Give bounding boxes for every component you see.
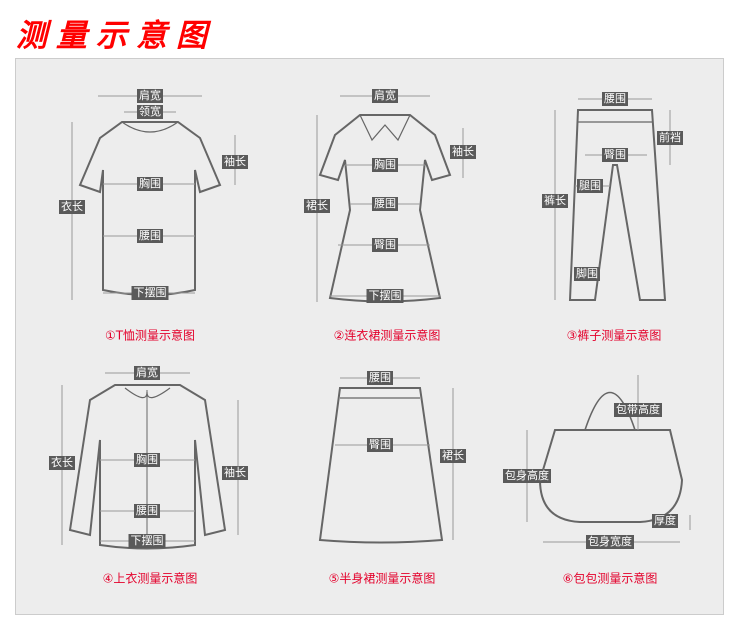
label-shoulder-width: 肩宽 bbox=[137, 89, 163, 103]
skirt-outline bbox=[318, 387, 444, 544]
label-waist: 腰围 bbox=[137, 229, 163, 243]
caption-dress: ②连衣裙测量示意图 bbox=[333, 328, 441, 343]
label-hip: 臀围 bbox=[372, 238, 398, 252]
pants-outline bbox=[568, 109, 667, 301]
label-thigh: 腿围 bbox=[577, 179, 603, 193]
label-rise: 前裆 bbox=[657, 131, 683, 145]
label-chest: 胸围 bbox=[137, 177, 163, 191]
shirt-outline bbox=[68, 384, 227, 550]
label-length: 裙长 bbox=[440, 449, 466, 463]
label-hip: 臀围 bbox=[602, 148, 628, 162]
label-shoulder-width: 肩宽 bbox=[134, 366, 160, 380]
tshirt-outline bbox=[78, 121, 222, 296]
label-waist: 腰围 bbox=[134, 504, 160, 518]
label-bag-height: 包身高度 bbox=[503, 469, 551, 483]
label-sleeve-length: 袖长 bbox=[450, 145, 476, 159]
label-chest: 胸围 bbox=[372, 158, 398, 172]
label-hem: 下摆围 bbox=[366, 289, 404, 303]
label-waist: 腰围 bbox=[372, 197, 398, 211]
label-waist: 腰围 bbox=[367, 371, 393, 385]
caption-shirt: ④上衣测量示意图 bbox=[102, 571, 198, 586]
label-length: 裤长 bbox=[542, 194, 568, 208]
label-bag-width: 包身宽度 bbox=[586, 535, 634, 549]
label-length: 衣长 bbox=[49, 456, 75, 470]
label-depth: 厚度 bbox=[652, 514, 678, 528]
label-shoulder-width: 肩宽 bbox=[372, 89, 398, 103]
label-ankle: 脚围 bbox=[574, 267, 600, 281]
label-hip: 臀围 bbox=[367, 438, 393, 452]
label-hem: 下摆围 bbox=[131, 286, 169, 300]
label-length: 衣长 bbox=[59, 200, 85, 214]
caption-bag: ⑥包包测量示意图 bbox=[562, 571, 658, 586]
label-length: 裙长 bbox=[304, 199, 330, 213]
label-strap-height: 包带高度 bbox=[614, 403, 662, 417]
label-chest: 胸围 bbox=[134, 453, 160, 467]
caption-pants: ③裤子测量示意图 bbox=[566, 328, 662, 343]
label-sleeve-length: 袖长 bbox=[222, 466, 248, 480]
label-sleeve-length: 袖长 bbox=[222, 155, 248, 169]
caption-skirt: ⑤半身裙测量示意图 bbox=[328, 571, 436, 586]
label-collar-width: 领宽 bbox=[137, 105, 163, 119]
bag-outline bbox=[538, 429, 684, 523]
label-waist: 腰围 bbox=[602, 92, 628, 106]
page-title: 测量示意图 bbox=[16, 18, 216, 54]
caption-tshirt: ①T恤测量示意图 bbox=[104, 328, 196, 343]
label-hem: 下摆围 bbox=[128, 534, 166, 548]
